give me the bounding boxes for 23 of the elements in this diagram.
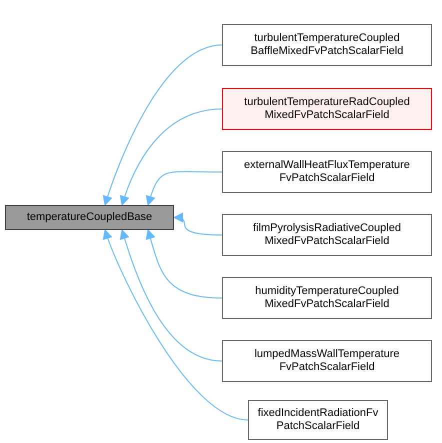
class-name: humidityTemperatureCoupled MixedFvPatchScalarField <box>254 285 400 311</box>
inheritance-arrow <box>146 229 222 298</box>
class-box <box>222 88 432 130</box>
class-box <box>248 400 388 440</box>
class-name: externalWallHeatFluxTemperature FvPatchScalarField <box>243 159 411 185</box>
inheritance-arrow <box>102 44 222 206</box>
inheritance-arrow <box>146 171 222 206</box>
class-name: fixedIncidentRadiationFv PatchScalarField <box>256 407 380 433</box>
class-name: turbulentTemperatureCoupled BaffleMixedFvPatchScalarField <box>250 32 404 58</box>
class-box <box>222 24 432 66</box>
inheritance-arrow <box>120 108 222 206</box>
base-class-box <box>5 205 174 230</box>
class-name: filmPyrolysisRadiativeCoupled MixedFvPatchScalarField <box>252 222 402 248</box>
class-name: temperatureCoupledBase <box>26 211 152 224</box>
class-box <box>222 340 432 382</box>
inheritance-arrow <box>103 229 248 420</box>
class-name: lumpedMassWallTemperature FvPatchScalarField <box>253 348 401 374</box>
inheritance-arrow <box>120 229 222 362</box>
inheritance-arrow <box>173 213 222 236</box>
class-name: turbulentTemperatureRadCoupled MixedFvPatchScalarField <box>243 96 411 122</box>
class-box <box>222 214 432 256</box>
class-box <box>222 277 432 319</box>
class-box <box>222 151 432 193</box>
